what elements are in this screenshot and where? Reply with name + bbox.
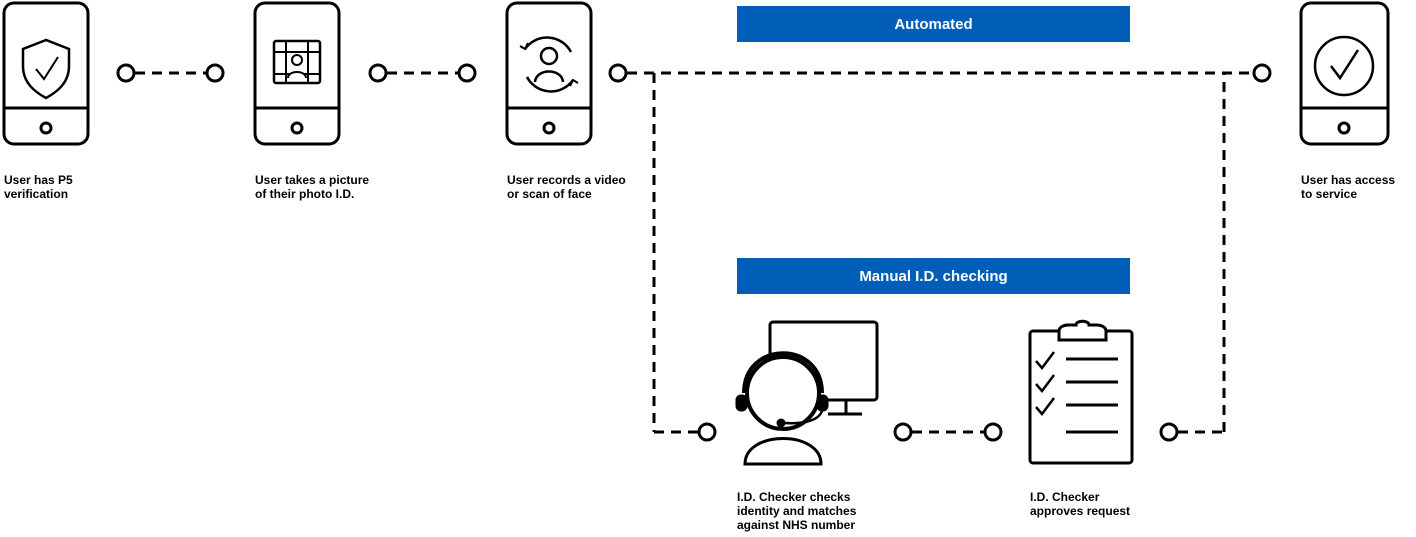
manual-id-checking-banner: Manual I.D. checking — [737, 258, 1130, 294]
connector-nodes — [116, 63, 1272, 442]
step-label-id-checker-checks: I.D. Checker checks identity and matches… — [737, 490, 857, 532]
step-label-access-service: User has access to service — [1301, 173, 1396, 201]
phone-checkmark-icon — [1299, 1, 1390, 146]
step-label-p5-verification: User has P5 verification — [4, 173, 73, 201]
id-checker-headset-icon — [735, 320, 879, 466]
clipboard-checklist-icon — [1028, 319, 1134, 465]
step-label-photo-id: User takes a picture of their photo I.D. — [255, 173, 370, 201]
phone-shield-check-icon — [2, 1, 90, 146]
phone-id-card-icon — [253, 1, 341, 146]
step-label-id-checker-approves: I.D. Checker approves request — [1030, 490, 1131, 518]
phone-face-scan-icon — [505, 1, 593, 146]
connector-lines — [135, 71, 1251, 434]
step-label-face-scan: User records a video or scan of face — [507, 173, 626, 201]
automated-banner: Automated — [737, 6, 1130, 42]
